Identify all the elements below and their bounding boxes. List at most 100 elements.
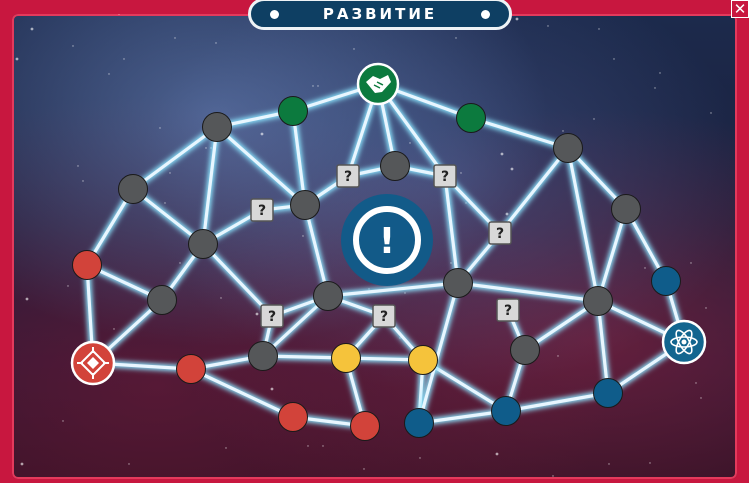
skill-node[interactable] — [380, 151, 410, 181]
star — [215, 42, 217, 44]
tree-link — [190, 367, 294, 419]
star — [368, 288, 370, 290]
unknown-skill-box[interactable]: ? — [372, 304, 396, 328]
tree-link — [505, 391, 609, 413]
title-dot-left — [270, 10, 279, 19]
skill-node[interactable] — [491, 396, 521, 426]
skill-node[interactable] — [176, 354, 206, 384]
star — [450, 262, 452, 264]
skill-tree-graph: ???????! — [12, 14, 712, 477]
tree-link — [457, 281, 599, 303]
tree-link — [303, 204, 330, 297]
skill-node[interactable] — [202, 112, 232, 142]
skill-node[interactable] — [147, 285, 177, 315]
unknown-skill-box[interactable]: ? — [488, 221, 512, 245]
unknown-skill-mark: ? — [504, 303, 512, 319]
star — [317, 85, 319, 87]
unknown-skill-box[interactable]: ? — [260, 304, 284, 328]
star — [205, 147, 207, 149]
star — [700, 397, 702, 399]
skill-node[interactable] — [593, 378, 623, 408]
skill-node[interactable] — [553, 133, 583, 163]
star — [649, 462, 651, 464]
star — [174, 37, 176, 39]
star — [547, 25, 549, 27]
skill-node[interactable] — [510, 335, 540, 365]
skill-node[interactable] — [408, 345, 438, 375]
star — [690, 262, 692, 264]
page-title: РАЗВИТИЕ — [322, 5, 438, 23]
star — [465, 202, 467, 204]
skill-node[interactable] — [350, 411, 380, 441]
star — [82, 180, 84, 182]
center-info-node[interactable]: ! — [341, 194, 433, 286]
star — [654, 87, 656, 89]
skill-node[interactable] — [583, 286, 613, 316]
skill-node[interactable] — [248, 341, 278, 371]
unknown-skill-box[interactable]: ? — [336, 164, 360, 188]
star — [552, 475, 554, 477]
skill-node[interactable] — [443, 268, 473, 298]
handshake-icon — [366, 75, 391, 93]
skill-node[interactable] — [278, 96, 308, 126]
star — [260, 132, 264, 136]
unknown-skill-mark: ? — [258, 203, 266, 219]
skill-node[interactable] — [404, 408, 434, 438]
star — [220, 297, 222, 299]
star — [557, 355, 559, 357]
target-node[interactable] — [70, 340, 116, 386]
skill-node[interactable] — [456, 103, 486, 133]
star — [455, 37, 457, 39]
tree-link — [566, 147, 600, 302]
skill-node[interactable] — [651, 266, 681, 296]
tree-link — [596, 208, 628, 302]
star — [705, 307, 707, 309]
skill-node[interactable] — [313, 281, 343, 311]
star — [695, 382, 697, 384]
star — [179, 262, 181, 264]
star — [113, 328, 115, 330]
star — [353, 48, 355, 50]
skill-node[interactable] — [118, 174, 148, 204]
star — [613, 58, 615, 60]
star — [659, 72, 661, 74]
star — [419, 457, 421, 459]
skill-node[interactable] — [278, 402, 308, 432]
tree-link — [201, 242, 274, 318]
unknown-skill-box[interactable]: ? — [250, 198, 274, 222]
star — [159, 127, 161, 129]
tree-link — [498, 147, 570, 234]
tree-link — [215, 125, 307, 207]
star — [598, 28, 600, 30]
star — [169, 172, 171, 174]
star — [15, 57, 19, 61]
star — [363, 468, 365, 470]
star — [225, 447, 227, 449]
star — [123, 58, 125, 60]
tree-link — [422, 358, 507, 413]
skill-node[interactable] — [611, 194, 641, 224]
star — [505, 212, 509, 216]
handshake-node[interactable] — [356, 62, 400, 106]
skill-node[interactable] — [290, 190, 320, 220]
star — [108, 73, 110, 75]
atom-icon — [670, 329, 698, 355]
star — [67, 285, 69, 287]
unknown-skill-box[interactable]: ? — [496, 298, 520, 322]
star — [62, 420, 64, 422]
star — [593, 118, 595, 120]
star — [460, 172, 462, 174]
crosshair-target-icon — [77, 347, 109, 379]
skill-tree-board: ???????! — [12, 14, 737, 479]
tree-link — [201, 126, 219, 245]
unknown-skill-box[interactable]: ? — [433, 164, 457, 188]
skill-node[interactable] — [331, 343, 361, 373]
skill-node[interactable] — [72, 250, 102, 280]
close-button[interactable]: ✕ — [731, 0, 749, 18]
skill-node[interactable] — [188, 229, 218, 259]
star — [20, 462, 24, 466]
atom-node[interactable] — [661, 319, 707, 365]
star — [307, 445, 309, 447]
title-dot-right — [481, 10, 490, 19]
star — [608, 463, 610, 465]
